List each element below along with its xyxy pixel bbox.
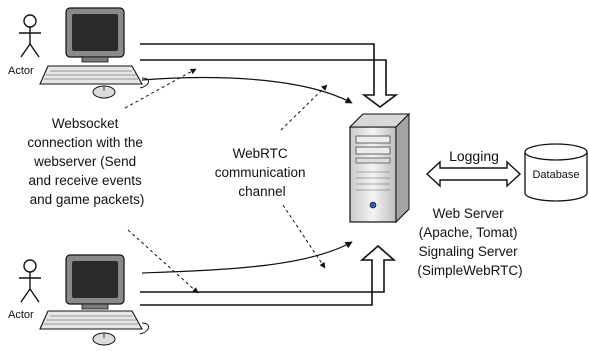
webrtc-note-line: WebRTC [233, 146, 288, 161]
websocket-note: Websocket connection with the webserver … [27, 116, 146, 207]
websocket-note-line: Websocket [52, 116, 119, 131]
websocket-block-arrow-top [140, 43, 399, 108]
actor-bottom: Actor [8, 259, 41, 321]
server-tower-icon [348, 112, 411, 224]
websocket-note-line: connection with the [27, 135, 143, 150]
database-label: Database [532, 169, 579, 181]
websocket-block-arrow-bottom [140, 244, 397, 306]
webrtc-note-line: channel [238, 184, 285, 199]
computer-bottom-icon [39, 254, 149, 346]
server-note-line: (SimpleWebRTC) [417, 263, 522, 278]
actor-label: Actor [8, 309, 34, 321]
server-note: Web Server (Apache, Tomat) Signaling Ser… [417, 206, 522, 278]
server-note-line: (Apache, Tomat) [419, 225, 518, 240]
server-note-line: Signaling Server [419, 244, 519, 259]
actor-top: Actor [8, 14, 41, 77]
webrtc-note: WebRTC communication channel [215, 146, 310, 199]
database-cylinder-icon [524, 143, 588, 202]
logging-label: Logging [449, 148, 499, 164]
computer-top-icon [39, 7, 149, 99]
websocket-note-line: and receive events [28, 173, 142, 188]
actor-label: Actor [8, 65, 34, 77]
server-note-line: Web Server [433, 206, 505, 221]
webrtc-arrow-bottom [141, 241, 353, 274]
websocket-note-line: and game packets) [30, 192, 145, 207]
actor-stick-figure-icon [19, 14, 41, 58]
actor-stick-figure-icon [19, 259, 41, 303]
logging-double-arrow [425, 160, 522, 188]
webrtc-note-line: communication [215, 165, 306, 180]
dashed-pointers [124, 68, 328, 294]
webrtc-arrow-top [141, 76, 353, 104]
websocket-note-line: webserver (Send [33, 154, 136, 169]
